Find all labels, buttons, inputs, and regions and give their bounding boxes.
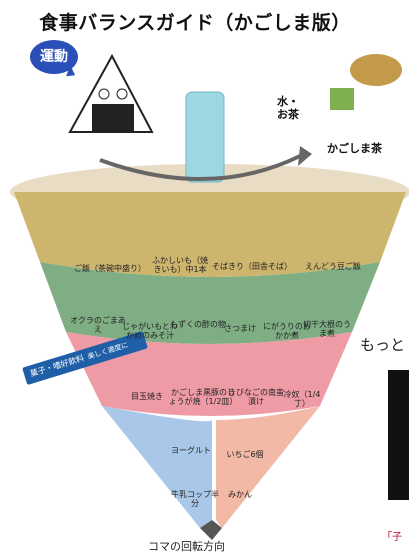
kids-text: 「子: [382, 532, 402, 543]
teapot-icon: [350, 54, 402, 86]
tea-cup-icon: [330, 88, 354, 110]
protein-item: 目玉焼き: [131, 392, 163, 401]
vegetables-tier: [40, 262, 380, 344]
dairy-item: ヨーグルト: [171, 446, 211, 455]
water-glass: [185, 91, 225, 183]
grain-item: えんどう豆ご飯: [305, 262, 361, 271]
water-label: 水・お茶: [277, 95, 299, 121]
grains-tier: [14, 192, 406, 277]
protein-tier: [66, 332, 352, 416]
fruit-item: いちご6個: [226, 450, 264, 459]
fruit-tier: [216, 406, 320, 528]
page-title: 食事バランスガイド（かごしま版）: [39, 12, 351, 34]
qr-code: [388, 370, 409, 500]
grain-item: そばきり（田舎そば）: [212, 262, 292, 271]
grain-item: ご飯（茶碗中盛り）: [74, 264, 146, 273]
top-tip: [200, 520, 222, 540]
protein-item: かごしま黒豚のしょうが焼（1/2皿）: [168, 388, 238, 407]
tea-label: かごしま茶: [327, 142, 382, 155]
protein-item: 冷奴（1/4丁）: [283, 390, 321, 409]
veg-item: もずくの酢の物: [170, 320, 226, 329]
veg-item: じゃがいもとわかめのみそ汁: [122, 322, 178, 341]
grain-item: ふかしいも（焼きいも）中1本: [152, 256, 208, 275]
veg-item: 切干大根のうま煮: [303, 320, 351, 339]
fruit-item: みかん: [228, 490, 252, 499]
nori-wrap: [92, 104, 134, 132]
rotation-arrow-head: [298, 146, 312, 166]
rotation-label: コマの回転方向: [148, 540, 225, 553]
protein-item: きびなごの南蛮漬け: [228, 388, 284, 407]
dairy-tier: [102, 406, 212, 528]
dairy-item: 牛乳コップ半分: [171, 490, 219, 509]
veg-item: さつまけ: [224, 324, 256, 333]
veg-item: にがうりのおかか煮: [263, 322, 311, 341]
veg-item: オクラのごまあえ: [70, 316, 126, 335]
more-text: もっと: [360, 336, 406, 354]
rotation-arrow: [99, 154, 301, 182]
exercise-bubble: 運動: [30, 40, 78, 74]
